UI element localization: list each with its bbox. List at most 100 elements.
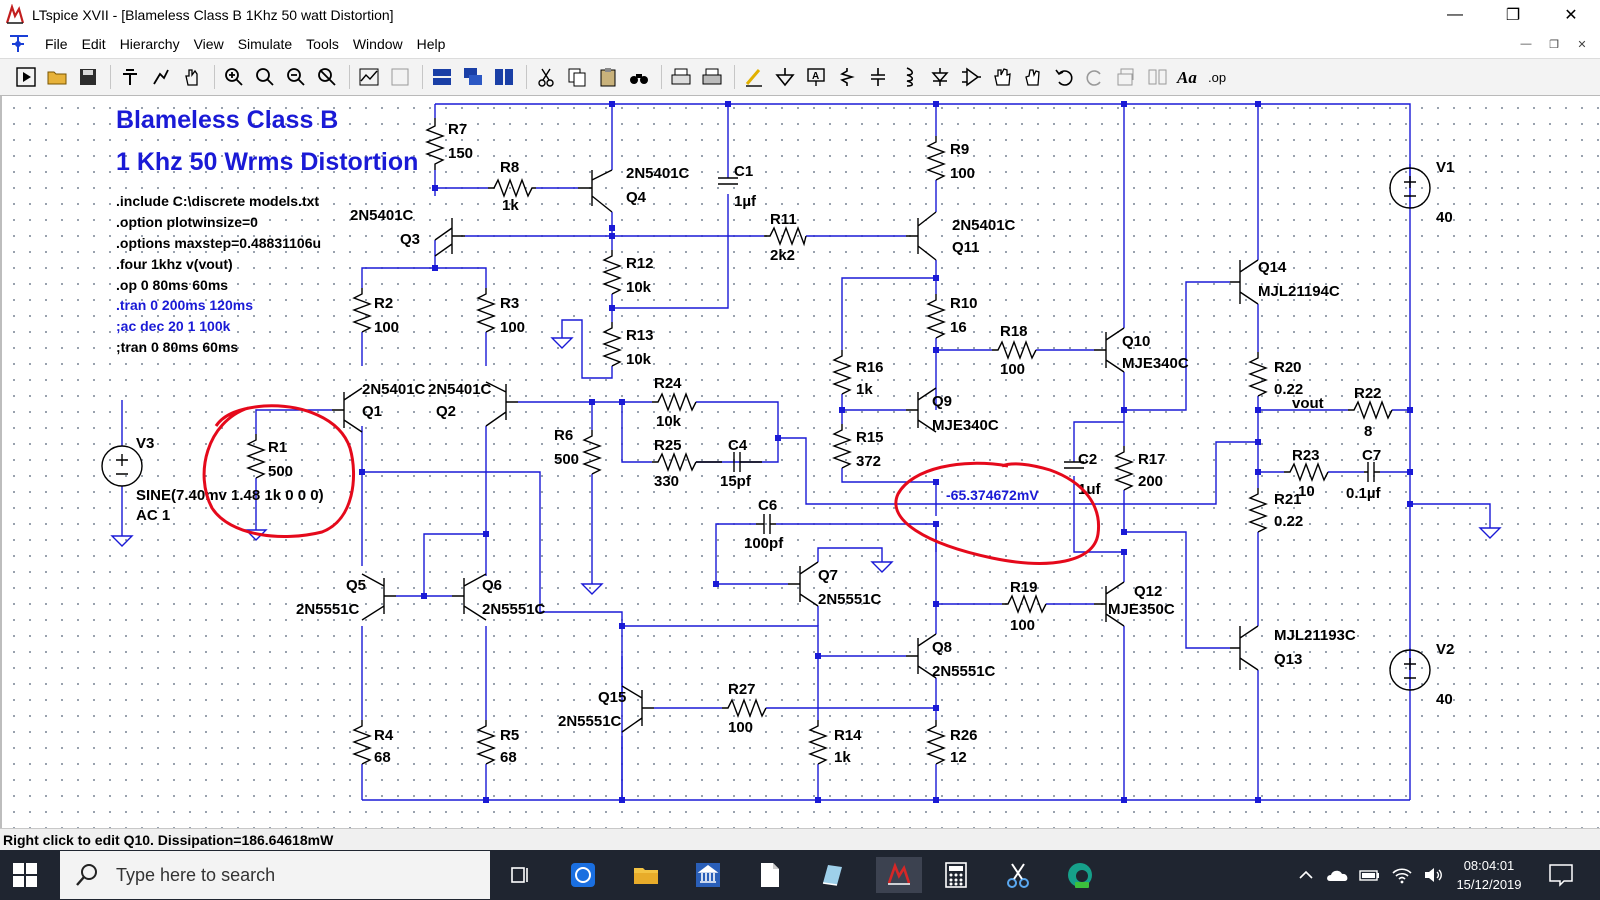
q8-model[interactable]: 2N5551C: [932, 663, 996, 680]
q6-model[interactable]: 2N5551C: [482, 601, 546, 618]
q9-model[interactable]: MJE340C: [932, 417, 999, 434]
file-explorer-icon[interactable]: [628, 857, 664, 893]
r10-name[interactable]: R10: [950, 295, 978, 312]
open-icon[interactable]: [43, 63, 71, 91]
settings-icon[interactable]: [116, 63, 144, 91]
net-vout-label[interactable]: vout: [1292, 395, 1324, 412]
q2-name[interactable]: Q2: [436, 403, 456, 420]
move-icon[interactable]: [988, 63, 1016, 91]
net-labels[interactable]: vout -65.374672mV: [946, 395, 1324, 503]
r24-value[interactable]: 10k: [656, 413, 682, 430]
q12-name[interactable]: Q12: [1134, 583, 1162, 600]
q7-name[interactable]: Q7: [818, 567, 838, 584]
menu-file[interactable]: File: [45, 36, 68, 52]
c6-name[interactable]: C6: [758, 497, 777, 514]
v2-name[interactable]: V2: [1436, 641, 1454, 658]
close-button[interactable]: ✕: [1564, 7, 1578, 24]
q13-name[interactable]: Q13: [1274, 651, 1302, 668]
save-icon[interactable]: [74, 63, 102, 91]
q10-name[interactable]: Q10: [1122, 333, 1150, 350]
directive-option[interactable]: .option plotwinsize=0: [116, 214, 258, 230]
transistor-labels[interactable]: 2N5401C Q1 2N5401C Q2 2N5401C Q3 2N5401C…: [296, 165, 1356, 730]
sync-icon[interactable]: [565, 857, 601, 893]
taskbar-search[interactable]: Type here to search: [60, 851, 490, 899]
q13-model[interactable]: MJL21193C: [1274, 627, 1356, 644]
r8-name[interactable]: R8: [500, 159, 519, 176]
q11-name[interactable]: Q11: [952, 239, 980, 256]
directive-ac[interactable]: ;ac dec 20 1 100k: [116, 318, 231, 334]
c1-value[interactable]: 1µf: [734, 193, 757, 210]
r27-name[interactable]: R27: [728, 681, 756, 698]
r7-name[interactable]: R7: [448, 121, 467, 138]
component-icon[interactable]: [957, 63, 985, 91]
r26-value[interactable]: 12: [950, 749, 967, 766]
r5-name[interactable]: R5: [500, 727, 519, 744]
doc-minimize-button[interactable]: —: [1520, 38, 1532, 50]
ground-icon[interactable]: [771, 63, 799, 91]
r24-name[interactable]: R24: [654, 375, 682, 392]
copy-icon[interactable]: [563, 63, 591, 91]
q8-name[interactable]: Q8: [932, 639, 952, 656]
q2-model[interactable]: 2N5401C: [428, 381, 492, 398]
resistor-icon[interactable]: [833, 63, 861, 91]
maximize-button[interactable]: ❐: [1505, 7, 1521, 24]
ltspice-icon[interactable]: [876, 857, 922, 893]
q7-model[interactable]: 2N5551C: [818, 591, 882, 608]
tile-horizontal-icon[interactable]: [428, 63, 456, 91]
node-voltage-readout[interactable]: -65.374672mV: [946, 487, 1039, 503]
redo-icon[interactable]: [1081, 63, 1109, 91]
draw-wire-icon[interactable]: [740, 63, 768, 91]
r12-value[interactable]: 10k: [626, 279, 652, 296]
q12-model[interactable]: MJE350C: [1108, 601, 1175, 618]
q1-name[interactable]: Q1: [362, 403, 382, 420]
v1-value[interactable]: 40: [1436, 209, 1453, 226]
r21-value[interactable]: 0.22: [1274, 513, 1303, 530]
capacitor-icon[interactable]: [864, 63, 892, 91]
c7-value[interactable]: 0.1µf: [1346, 485, 1381, 502]
menu-hierarchy[interactable]: Hierarchy: [119, 36, 180, 52]
q1-model[interactable]: 2N5401C: [362, 381, 426, 398]
r17-value[interactable]: 200: [1138, 473, 1163, 490]
resistor-labels[interactable]: R1 500 R2 100 R3 100 R4 68 R5 68 R6 500 …: [268, 121, 1382, 766]
c7-name[interactable]: C7: [1362, 447, 1381, 464]
r3-value[interactable]: 100: [500, 319, 525, 336]
battery-icon[interactable]: [1358, 865, 1382, 885]
q15-model[interactable]: 2N5551C: [558, 713, 622, 730]
r23-value[interactable]: 10: [1298, 483, 1315, 500]
source-symbols[interactable]: [101, 167, 1431, 691]
doc-close-button[interactable]: ✕: [1577, 38, 1587, 51]
zoom-in-icon[interactable]: [220, 63, 248, 91]
menu-help[interactable]: Help: [416, 36, 446, 52]
menu-simulate[interactable]: Simulate: [237, 36, 293, 52]
r5-value[interactable]: 68: [500, 749, 517, 766]
c2-name[interactable]: C2: [1078, 451, 1097, 468]
q11-model[interactable]: 2N5401C: [952, 217, 1016, 234]
edge-dev-icon[interactable]: [1062, 857, 1098, 893]
dock-icon[interactable]: [386, 63, 414, 91]
r4-value[interactable]: 68: [374, 749, 391, 766]
r11-name[interactable]: R11: [770, 211, 797, 228]
r26-name[interactable]: R26: [950, 727, 978, 744]
print-icon[interactable]: [698, 63, 726, 91]
r10-value[interactable]: 16: [950, 319, 967, 336]
capacitor-labels[interactable]: C1 1µf C2 1uf C4 15pf C6 100pf C7 0.1µf: [720, 163, 1381, 552]
minimize-button[interactable]: —: [1447, 6, 1463, 23]
r20-value[interactable]: 0.22: [1274, 381, 1303, 398]
q3-name[interactable]: Q3: [400, 231, 420, 248]
menu-edit[interactable]: Edit: [81, 36, 106, 52]
r14-value[interactable]: 1k: [834, 749, 851, 766]
r25-name[interactable]: R25: [654, 437, 682, 454]
r16-value[interactable]: 1k: [856, 381, 873, 398]
schematic-canvas[interactable]: Blameless Class B 1 Khz 50 Wrms Distorti…: [0, 96, 1600, 828]
r6-name[interactable]: R6: [554, 427, 573, 444]
label-net-icon[interactable]: A: [802, 63, 830, 91]
c2-value[interactable]: 1uf: [1078, 481, 1102, 498]
autorange-icon[interactable]: [355, 63, 383, 91]
wifi-icon[interactable]: [1390, 865, 1414, 885]
chevron-up-icon[interactable]: [1296, 865, 1316, 885]
r20-name[interactable]: R20: [1274, 359, 1302, 376]
c6-value[interactable]: 100pf: [744, 535, 784, 552]
schematic-drawing[interactable]: Blameless Class B 1 Khz 50 Wrms Distorti…: [2, 96, 1600, 828]
v2-value[interactable]: 40: [1436, 691, 1453, 708]
v3-ac[interactable]: AC 1: [136, 507, 170, 524]
